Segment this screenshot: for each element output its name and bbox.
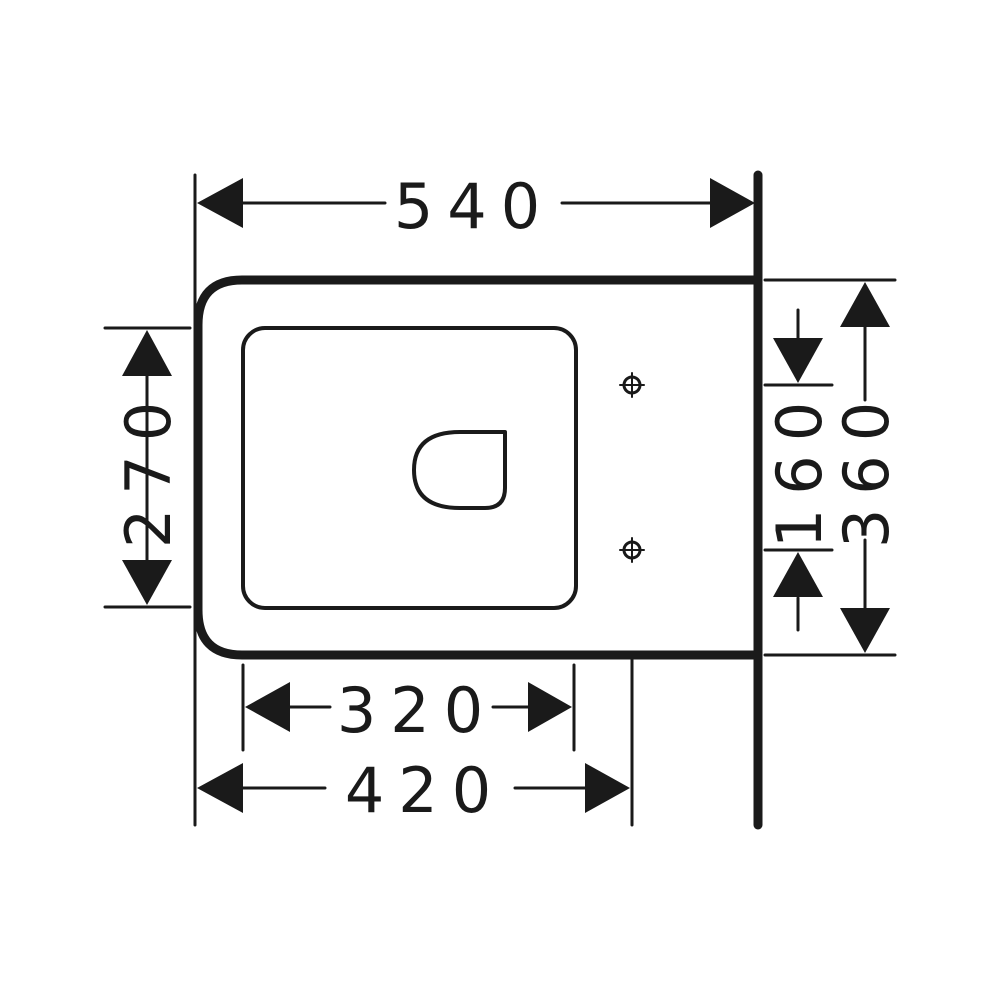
arrowhead-420-right — [585, 763, 630, 813]
dimension-label-360: 360 — [830, 388, 903, 548]
dimension-label-270: 270 — [112, 388, 185, 548]
inner-bowl-outline — [241, 326, 578, 610]
arrowhead-160-bottom — [773, 552, 823, 597]
dimension-label-420: 420 — [345, 754, 505, 827]
bowl-outline — [193, 275, 763, 660]
fixing-point-top-icon — [619, 372, 645, 398]
arrowhead-360-bottom — [840, 608, 890, 653]
arrowhead-270-top — [122, 330, 172, 376]
arrowhead-160-top — [773, 338, 823, 383]
arrowhead-270-bottom — [122, 560, 172, 605]
arrowhead-360-top — [840, 282, 890, 327]
dimension-label-540: 540 — [394, 170, 554, 243]
arrowhead-320-left — [245, 682, 290, 732]
arrowhead-420-left — [197, 763, 243, 813]
arrowhead-540-left — [197, 178, 243, 228]
dimension-label-160: 160 — [763, 388, 836, 548]
arrowhead-320-right — [528, 682, 572, 732]
fixing-point-bottom-icon — [619, 537, 645, 563]
dimension-label-320: 320 — [337, 674, 497, 747]
arrowhead-540-right — [710, 178, 755, 228]
drain-outlet — [412, 430, 507, 510]
